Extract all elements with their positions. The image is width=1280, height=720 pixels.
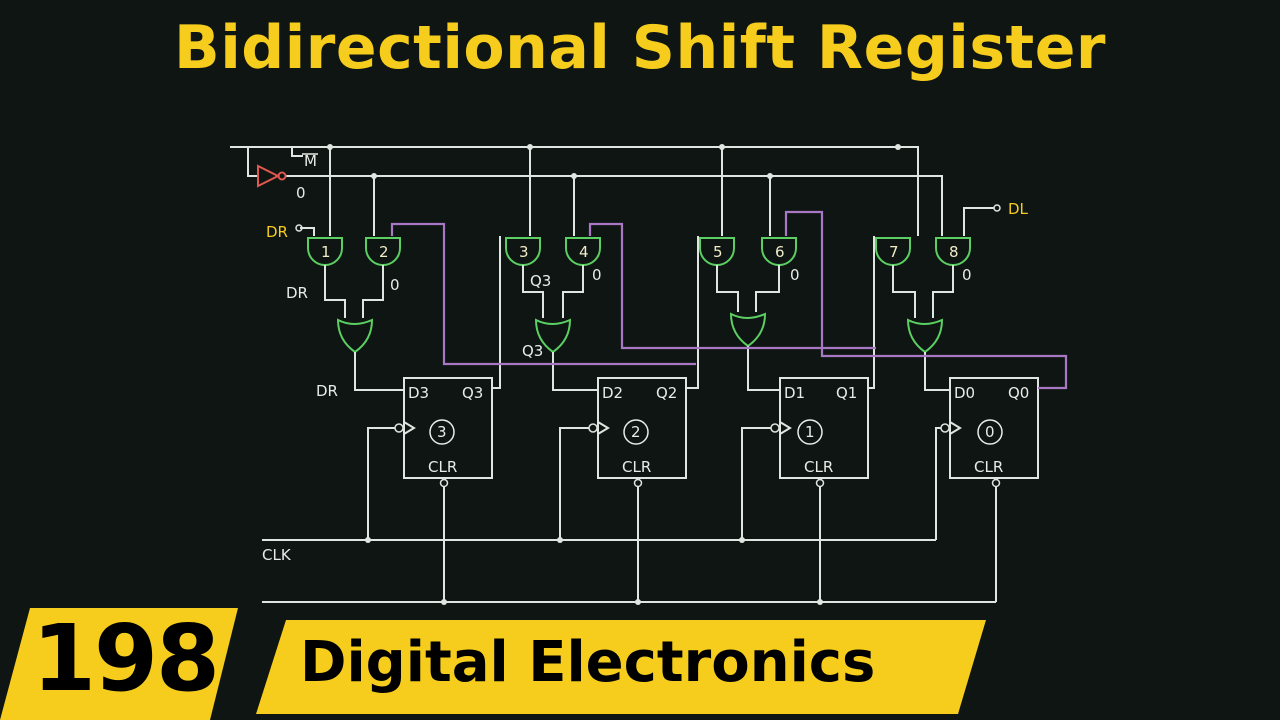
svg-text:0: 0 <box>985 423 995 441</box>
svg-text:0: 0 <box>790 266 800 284</box>
bottom-banner <box>0 608 986 720</box>
svg-text:Q1: Q1 <box>836 384 857 402</box>
flip-flops <box>394 377 1039 479</box>
episode-badge <box>0 608 238 720</box>
and-gate-8 <box>935 237 971 266</box>
svg-text:Q3: Q3 <box>530 272 551 290</box>
svg-text:Q0: Q0 <box>1008 384 1029 402</box>
svg-text:0: 0 <box>592 266 602 284</box>
flip-flop-labels: D3 Q3 3 CLR D2 Q2 2 CLR D1 Q1 1 CLR D0 Q… <box>408 384 1029 476</box>
and-gate-6 <box>761 237 797 266</box>
page-title: Bidirectional Shift Register <box>173 13 1107 83</box>
svg-text:Q3: Q3 <box>462 384 483 402</box>
svg-text:CLR: CLR <box>974 458 1003 476</box>
and-gate-3 <box>505 237 541 266</box>
svg-text:CLR: CLR <box>622 458 651 476</box>
gate-numbers: 1 2 3 4 5 6 7 8 <box>321 243 959 261</box>
and-gate-2 <box>365 237 401 266</box>
svg-text:CLR: CLR <box>804 458 833 476</box>
not-gate <box>257 164 287 188</box>
gate-annotations: DR 0 Q3 0 0 0 DR Q3 <box>286 266 972 400</box>
svg-text:D0: D0 <box>954 384 975 402</box>
or-gates <box>336 312 944 354</box>
gate-enable-wires <box>327 144 901 236</box>
mode-lines <box>230 146 943 236</box>
svg-text:1: 1 <box>321 243 331 261</box>
svg-text:3: 3 <box>437 423 447 441</box>
svg-text:DR: DR <box>316 382 338 400</box>
and-gates <box>307 237 971 266</box>
svg-text:DR: DR <box>286 284 308 302</box>
series-badge <box>256 620 986 714</box>
feedback-wires <box>390 210 1068 390</box>
svg-text:CLR: CLR <box>428 458 457 476</box>
episode-number: 198 <box>32 605 220 712</box>
svg-text:D2: D2 <box>602 384 623 402</box>
svg-text:Q2: Q2 <box>656 384 677 402</box>
mode-value: 0 <box>296 184 306 202</box>
svg-text:D3: D3 <box>408 384 429 402</box>
svg-text:0: 0 <box>390 276 400 294</box>
dl-input-label: DL <box>1008 200 1029 218</box>
clock-label: CLK <box>262 546 292 564</box>
mode-label: M <box>304 152 317 170</box>
svg-text:5: 5 <box>713 243 723 261</box>
and-gate-4 <box>565 237 601 266</box>
svg-text:8: 8 <box>949 243 959 261</box>
and-or-wires <box>324 265 954 318</box>
and-gate-7 <box>875 237 911 266</box>
series-name: Digital Electronics <box>300 630 876 695</box>
svg-text:2: 2 <box>631 423 641 441</box>
svg-text:D1: D1 <box>784 384 805 402</box>
svg-text:7: 7 <box>889 243 899 261</box>
svg-text:3: 3 <box>519 243 529 261</box>
svg-text:2: 2 <box>379 243 389 261</box>
svg-text:6: 6 <box>775 243 785 261</box>
svg-text:Q3: Q3 <box>522 342 543 360</box>
clear-line <box>262 478 1001 605</box>
svg-text:0: 0 <box>962 266 972 284</box>
svg-text:1: 1 <box>805 423 815 441</box>
and-gate-5 <box>699 237 735 266</box>
q-feed-wires <box>492 236 875 389</box>
dr-input-label: DR <box>266 223 288 241</box>
clock-line <box>262 427 941 543</box>
and-gate-1 <box>307 237 343 266</box>
svg-text:4: 4 <box>579 243 589 261</box>
